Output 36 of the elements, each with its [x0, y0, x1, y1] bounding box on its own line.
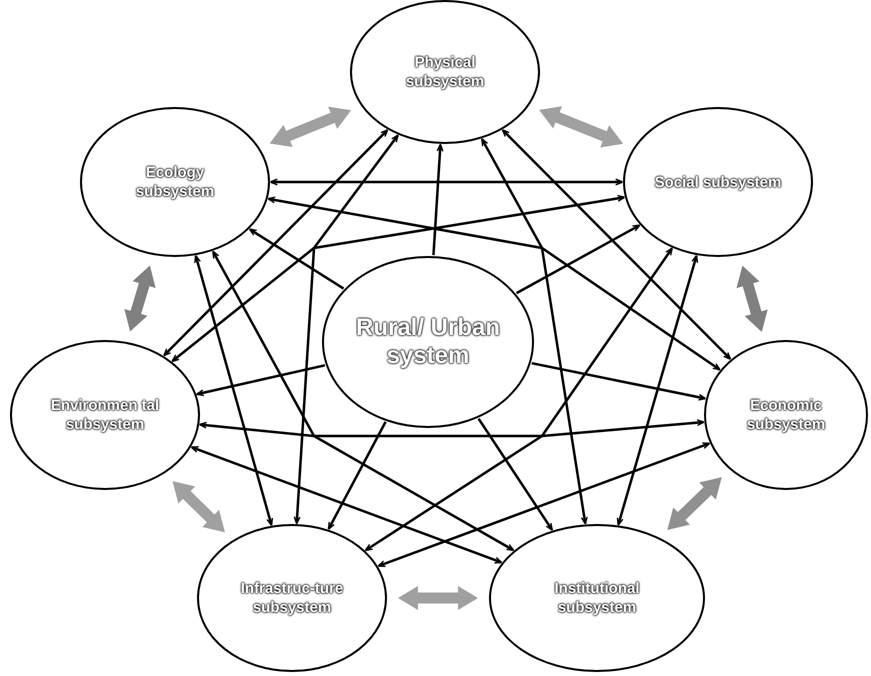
- arrow: [532, 362, 706, 401]
- thick-double-arrow: [270, 108, 352, 146]
- arrow: [616, 254, 698, 526]
- arrow: [267, 196, 721, 371]
- thick-double-arrow: [398, 588, 478, 608]
- node-label: Rural/ Urban system: [354, 314, 502, 370]
- arrow: [190, 446, 502, 564]
- arrow: [294, 134, 399, 524]
- arrow: [194, 254, 274, 526]
- arrow: [171, 194, 626, 362]
- arrow: [270, 178, 624, 186]
- node-label: Environmen tal subsystem: [50, 396, 160, 434]
- thick-double-arrow: [539, 108, 624, 146]
- arrow: [377, 442, 710, 568]
- node-label: Physical subsystem: [404, 53, 486, 91]
- thick-double-arrow: [667, 477, 722, 530]
- arrow: [502, 129, 732, 360]
- arrow: [364, 247, 673, 552]
- arrow: [328, 421, 387, 530]
- node-label: Infrastruc-ture subsystem: [239, 579, 345, 617]
- arrow: [212, 250, 515, 552]
- arrow: [478, 418, 554, 532]
- arrow: [163, 129, 388, 356]
- arrow: [481, 138, 588, 525]
- arrow: [248, 228, 344, 290]
- node-label: Ecology subsystem: [134, 163, 216, 201]
- thick-double-arrow: [738, 266, 766, 332]
- arrow: [196, 364, 326, 396]
- thick-double-arrow: [126, 266, 154, 332]
- arrow: [516, 224, 641, 294]
- node-label: Social subsystem: [654, 172, 782, 192]
- node-label: Institutional subsystem: [553, 579, 641, 617]
- node-label: Economic subsystem: [746, 396, 827, 434]
- thick-double-arrow: [172, 481, 225, 532]
- arrow: [198, 419, 705, 438]
- arrow: [432, 144, 444, 256]
